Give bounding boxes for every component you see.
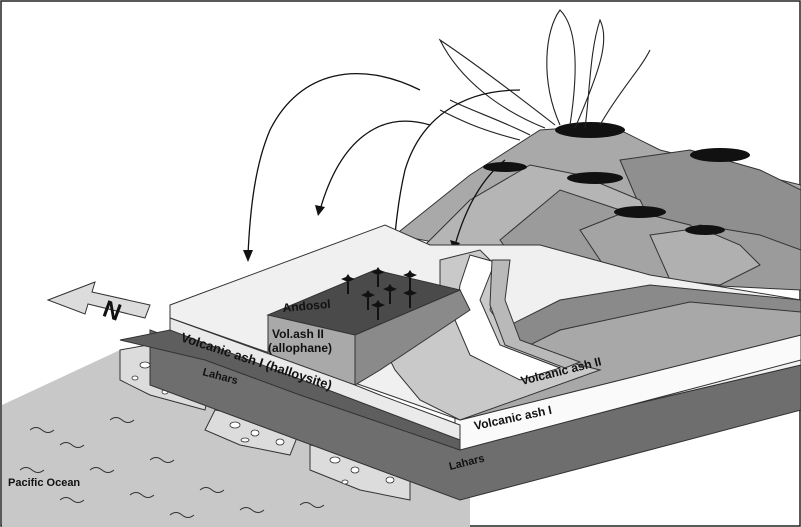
north-arrow-shape	[46, 281, 151, 319]
palm-trees	[341, 267, 417, 320]
label-vol-ash-ii-2: (allophane)	[268, 341, 332, 355]
ejecta-arrows	[243, 72, 521, 278]
label-pacific-ocean: Pacific Ocean	[8, 477, 80, 489]
craters	[483, 122, 750, 235]
label-vol-ash-ii-1: Vol.ash II	[272, 327, 324, 341]
label-andosol: Andosol	[282, 297, 331, 315]
eruption-smoke	[438, 9, 651, 141]
volcano-range	[393, 124, 801, 291]
ocean-waves	[19, 417, 325, 518]
soil-block	[119, 224, 801, 501]
